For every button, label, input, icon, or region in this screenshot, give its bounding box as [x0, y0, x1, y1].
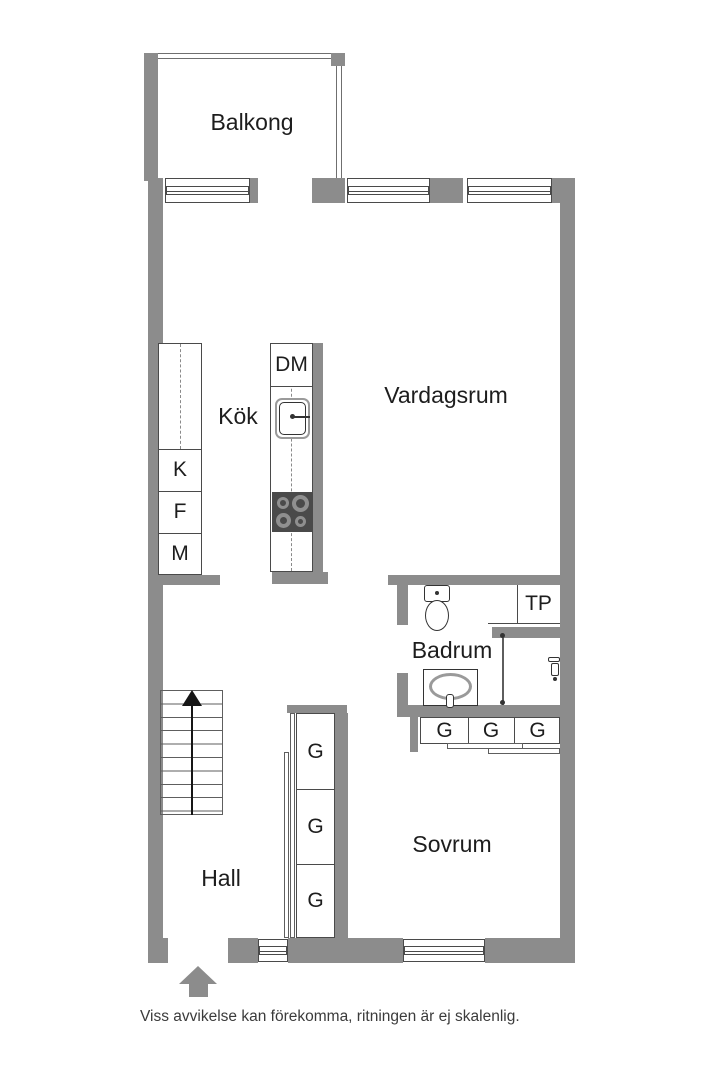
toilet-tank	[424, 585, 450, 602]
bottom-wall-left-stub	[148, 938, 168, 963]
window-sill	[259, 946, 287, 955]
freezer-label: F	[173, 500, 187, 523]
window-sill	[404, 946, 484, 955]
toilet-bowl	[425, 600, 449, 631]
up-arrow-icon	[182, 690, 202, 706]
cabinet-label: M	[171, 542, 189, 565]
mid-wall-bathroom	[388, 575, 560, 585]
tp-partition-line	[488, 623, 560, 624]
wardrobe-label: G	[307, 888, 324, 912]
counter-dash-line	[291, 344, 292, 571]
mid-wall-left	[148, 575, 220, 585]
burner	[295, 516, 306, 527]
wardrobe-label: G	[482, 718, 500, 742]
bathroom-sink-faucet	[446, 694, 454, 708]
wardrobe-divider	[297, 864, 334, 865]
shower-screen	[502, 635, 504, 705]
window-balcony	[165, 178, 250, 203]
kitchen-counter-left: K F M	[158, 343, 202, 575]
kitchen-sink-icon	[275, 398, 310, 439]
tp-partition-line	[517, 585, 518, 623]
window-sill	[348, 185, 429, 196]
wardrobe-label: G	[529, 718, 546, 742]
under-tp-wall	[492, 627, 560, 638]
burner	[276, 513, 291, 528]
top-wall-pier-3	[430, 178, 463, 203]
window-living-1	[347, 178, 430, 203]
window-living-2	[467, 178, 552, 203]
counter-divider	[159, 491, 201, 492]
entry-arrow-stem	[189, 984, 208, 997]
bottom-wall-seg-2	[288, 938, 403, 963]
mid-wall-kitchen-foot	[272, 572, 328, 584]
balcony-corner-post	[331, 53, 345, 66]
living-room-label: Vardagsrum	[384, 381, 508, 408]
fridge-label: K	[172, 458, 187, 481]
disclaimer-text: Viss avvikelse kan förekomma, ritningen …	[140, 1008, 520, 1025]
counter-divider	[159, 533, 201, 534]
wardrobe-column: G G G	[296, 713, 335, 938]
bottom-wall-seg-1	[228, 938, 258, 963]
kitchen-counter-right: DM	[270, 343, 313, 572]
sink-drain	[290, 414, 295, 419]
sink-basin	[279, 402, 306, 435]
counter-dash-line	[180, 344, 181, 449]
window-hall	[258, 939, 288, 962]
hall-label: Hall	[201, 864, 241, 891]
window-sill	[468, 185, 551, 196]
wardrobe-row-left-stub	[410, 705, 418, 752]
wardrobe-label: G	[307, 814, 324, 838]
stove-icon	[272, 492, 312, 532]
sink-faucet	[294, 416, 310, 418]
balcony-railing	[158, 53, 342, 181]
bathroom-door-stub-top	[397, 585, 408, 625]
balcony-label: Balkong	[210, 108, 294, 135]
wardrobe-column-top-wall	[287, 705, 347, 713]
sliding-door	[488, 748, 560, 754]
wardrobe-divider	[514, 718, 515, 743]
wardrobe-divider	[468, 718, 469, 743]
shower-screen-hinge	[500, 700, 505, 705]
bedroom-label: Sovrum	[412, 830, 492, 857]
toilet-flush-button	[435, 591, 439, 595]
bathroom-bottom-wall	[397, 705, 560, 717]
kitchen-label: Kök	[218, 402, 258, 429]
top-wall-pier-1	[250, 178, 258, 203]
entry-arrow-icon	[179, 966, 217, 984]
top-wall-pier-2	[312, 178, 345, 203]
window-bedroom	[403, 939, 485, 962]
tp-label: TP	[525, 591, 552, 615]
shower-mixer-knob	[553, 677, 557, 681]
sliding-door	[447, 743, 523, 749]
wardrobe-column-right-wall	[335, 713, 348, 938]
sliding-door	[290, 713, 295, 938]
bottom-wall-seg-3	[485, 938, 575, 963]
wardrobe-label: G	[307, 739, 324, 763]
top-wall-corner	[552, 178, 575, 203]
right-wall	[560, 178, 575, 963]
shower-mixer-icon	[548, 657, 560, 662]
balcony-railing-inner	[158, 58, 337, 181]
burner	[277, 497, 289, 509]
balcony-left-wall	[144, 53, 158, 181]
shower-screen-hinge	[500, 633, 505, 638]
bathroom-door-stub-bottom	[397, 673, 408, 705]
sliding-door	[284, 752, 289, 938]
wardrobe-label: G	[436, 718, 453, 742]
window-sill	[166, 185, 249, 196]
counter-divider	[159, 449, 201, 450]
shower-mixer-body	[551, 663, 559, 676]
counter-divider	[271, 386, 312, 387]
kitchen-island-wall	[313, 343, 323, 574]
stairs-direction-line	[191, 705, 193, 815]
bathroom-label: Badrum	[411, 636, 493, 663]
burner	[292, 495, 309, 512]
wardrobe-row: G G G	[420, 717, 560, 744]
wardrobe-divider	[297, 789, 334, 790]
dishwasher-label: DM	[271, 344, 312, 386]
